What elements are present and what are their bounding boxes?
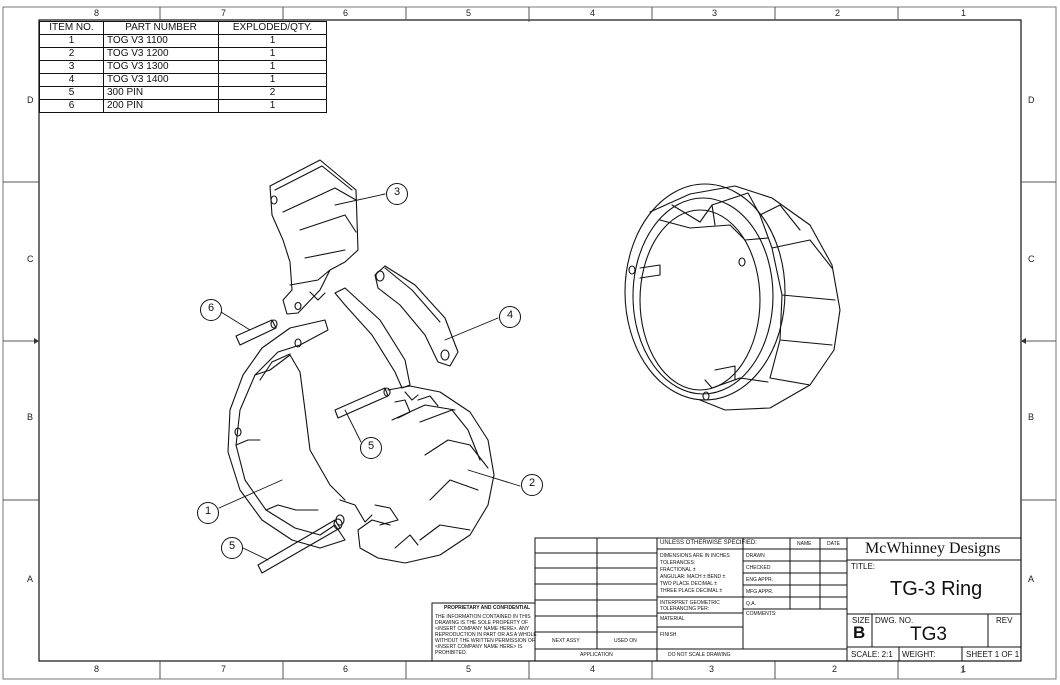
name-column-label: NAME [797,541,812,547]
zone-right-b: B [1028,412,1035,422]
zone-bottom-4: 4 [590,664,596,674]
zone-left-a: A [27,574,34,584]
bom-row: 6 200 PIN 1 [39,99,327,113]
pin-300-lower [257,518,343,574]
balloon-2 [521,474,543,496]
size-value: B [853,623,866,642]
dims-line-3: FRACTIONAL ± [660,567,696,573]
drawing-title: TG-3 Ring [890,578,983,600]
weight-label: WEIGHT: [902,650,936,659]
unless-specified: UNLESS OTHERWISE SPECIFIED: [660,540,757,546]
balloon-6-label: 6 [208,302,215,314]
page-number: 1 [960,665,966,675]
proprietary-line-5: WITHOUT THE WRITTEN PERMISSION OF [435,638,535,644]
role-eng-appr: ENG APPR. [746,577,773,583]
bill-of-materials-table: ITEM NO. PART NUMBER EXPLODED/QTY. 1 TOG… [39,21,327,113]
company-name: McWhinney Designs [865,540,1001,557]
proprietary-line-6: <INSERT COMPANY NAME HERE> IS [435,644,523,650]
balloon-5-upper [360,437,382,459]
zone-bottom-1: 1 [961,664,967,674]
proprietary-line-4: REPRODUCTION IN PART OR AS A WHOLE [435,632,537,638]
pin-300-upper [334,387,391,419]
bom-qty: 1 [218,99,327,113]
finish-label: FINISH [660,632,677,638]
sheet-label: SHEET 1 OF 1 [966,650,1020,659]
part-2-band [357,385,495,564]
part-1-band [227,319,373,549]
assembled-ring [624,183,841,411]
zone-bottom-6: 6 [343,664,349,674]
dwg-no-value: TG3 [910,624,947,645]
zone-right-c: C [1028,254,1035,264]
zone-bottom-7: 7 [221,664,227,674]
zone-top-4: 4 [590,8,596,18]
role-comments: COMMENTS: [746,611,777,617]
balloon-5-lower-label: 5 [229,540,236,552]
material-label: MATERIAL [660,616,685,622]
interpret-line-1: INTERPRET GEOMETRIC [660,600,720,606]
application-label: APPLICATION [580,652,613,658]
zone-bottom-3: 3 [709,664,715,674]
zone-top-7: 7 [221,8,227,18]
pin-200 [235,319,278,346]
dims-line-4: ANGULAR: MACH ± BEND ± [660,574,726,580]
role-drawn: DRAWN [746,553,765,559]
role-mfg-appr: MFG APPR. [746,589,774,595]
zone-right-d: D [1028,95,1035,105]
balloon-1-label: 1 [205,505,212,517]
dims-line-5: TWO PLACE DECIMAL ± [660,581,718,587]
zone-top-2: 2 [835,8,841,18]
balloon-2-label: 2 [529,477,536,489]
proprietary-line-2: DRAWING IS THE SOLE PROPERTY OF [435,620,529,626]
zone-left-c: C [27,254,34,264]
balloon-5-lower [221,537,243,559]
size-label: SIZE [852,616,870,625]
zone-top-5: 5 [466,8,472,18]
zone-bottom-5: 5 [466,664,472,674]
next-assy-label: NEXT ASSY [552,638,580,644]
balloon-1 [197,502,219,524]
dwg-no-label: DWG. NO. [875,616,914,625]
role-qa: Q.A. [746,601,757,607]
date-column-label: DATE [827,541,840,547]
used-on-label: USED ON [614,638,637,644]
dims-line-1: DIMENSIONS ARE IN INCHES [660,553,730,559]
zone-top-6: 6 [343,8,349,18]
rev-label: REV [996,616,1013,625]
zone-right-a: A [1028,574,1035,584]
zone-bottom-2: 2 [832,664,838,674]
zone-top-8: 8 [94,8,100,18]
balloon-3-label: 3 [394,186,401,198]
do-not-scale: DO NOT SCALE DRAWING [668,652,731,658]
balloon-6 [200,299,222,321]
proprietary-line-3: <INSERT COMPANY NAME HERE>. ANY [435,626,530,632]
zone-top-3: 3 [712,8,718,18]
title-label: TITLE: [851,562,876,571]
proprietary-title: PROPRIETARY AND CONFIDENTIAL [444,605,531,611]
proprietary-line-7: PROHIBITED. [435,650,467,656]
bom-header-row: ITEM NO. PART NUMBER EXPLODED/QTY. [39,21,327,35]
dims-line-6: THREE PLACE DECIMAL ± [660,588,723,594]
part-3-segment [269,159,359,315]
balloon-4-label: 4 [507,309,514,321]
zone-left-b: B [27,412,34,422]
zone-bottom-8: 8 [94,664,100,674]
zone-top-1: 1 [961,8,967,18]
dims-line-2: TOLERANCES: [660,560,696,566]
role-checked: CHECKED [746,565,771,571]
balloon-3 [386,183,408,205]
scale-label: SCALE: 2:1 [851,650,893,659]
balloon-5-upper-label: 5 [368,440,375,452]
interpret-line-2: TOLERANCING PER: [660,606,710,612]
proprietary-line-1: THE INFORMATION CONTAINED IN THIS [435,614,531,620]
zone-left-d: D [27,95,34,105]
balloon-4 [499,306,521,328]
